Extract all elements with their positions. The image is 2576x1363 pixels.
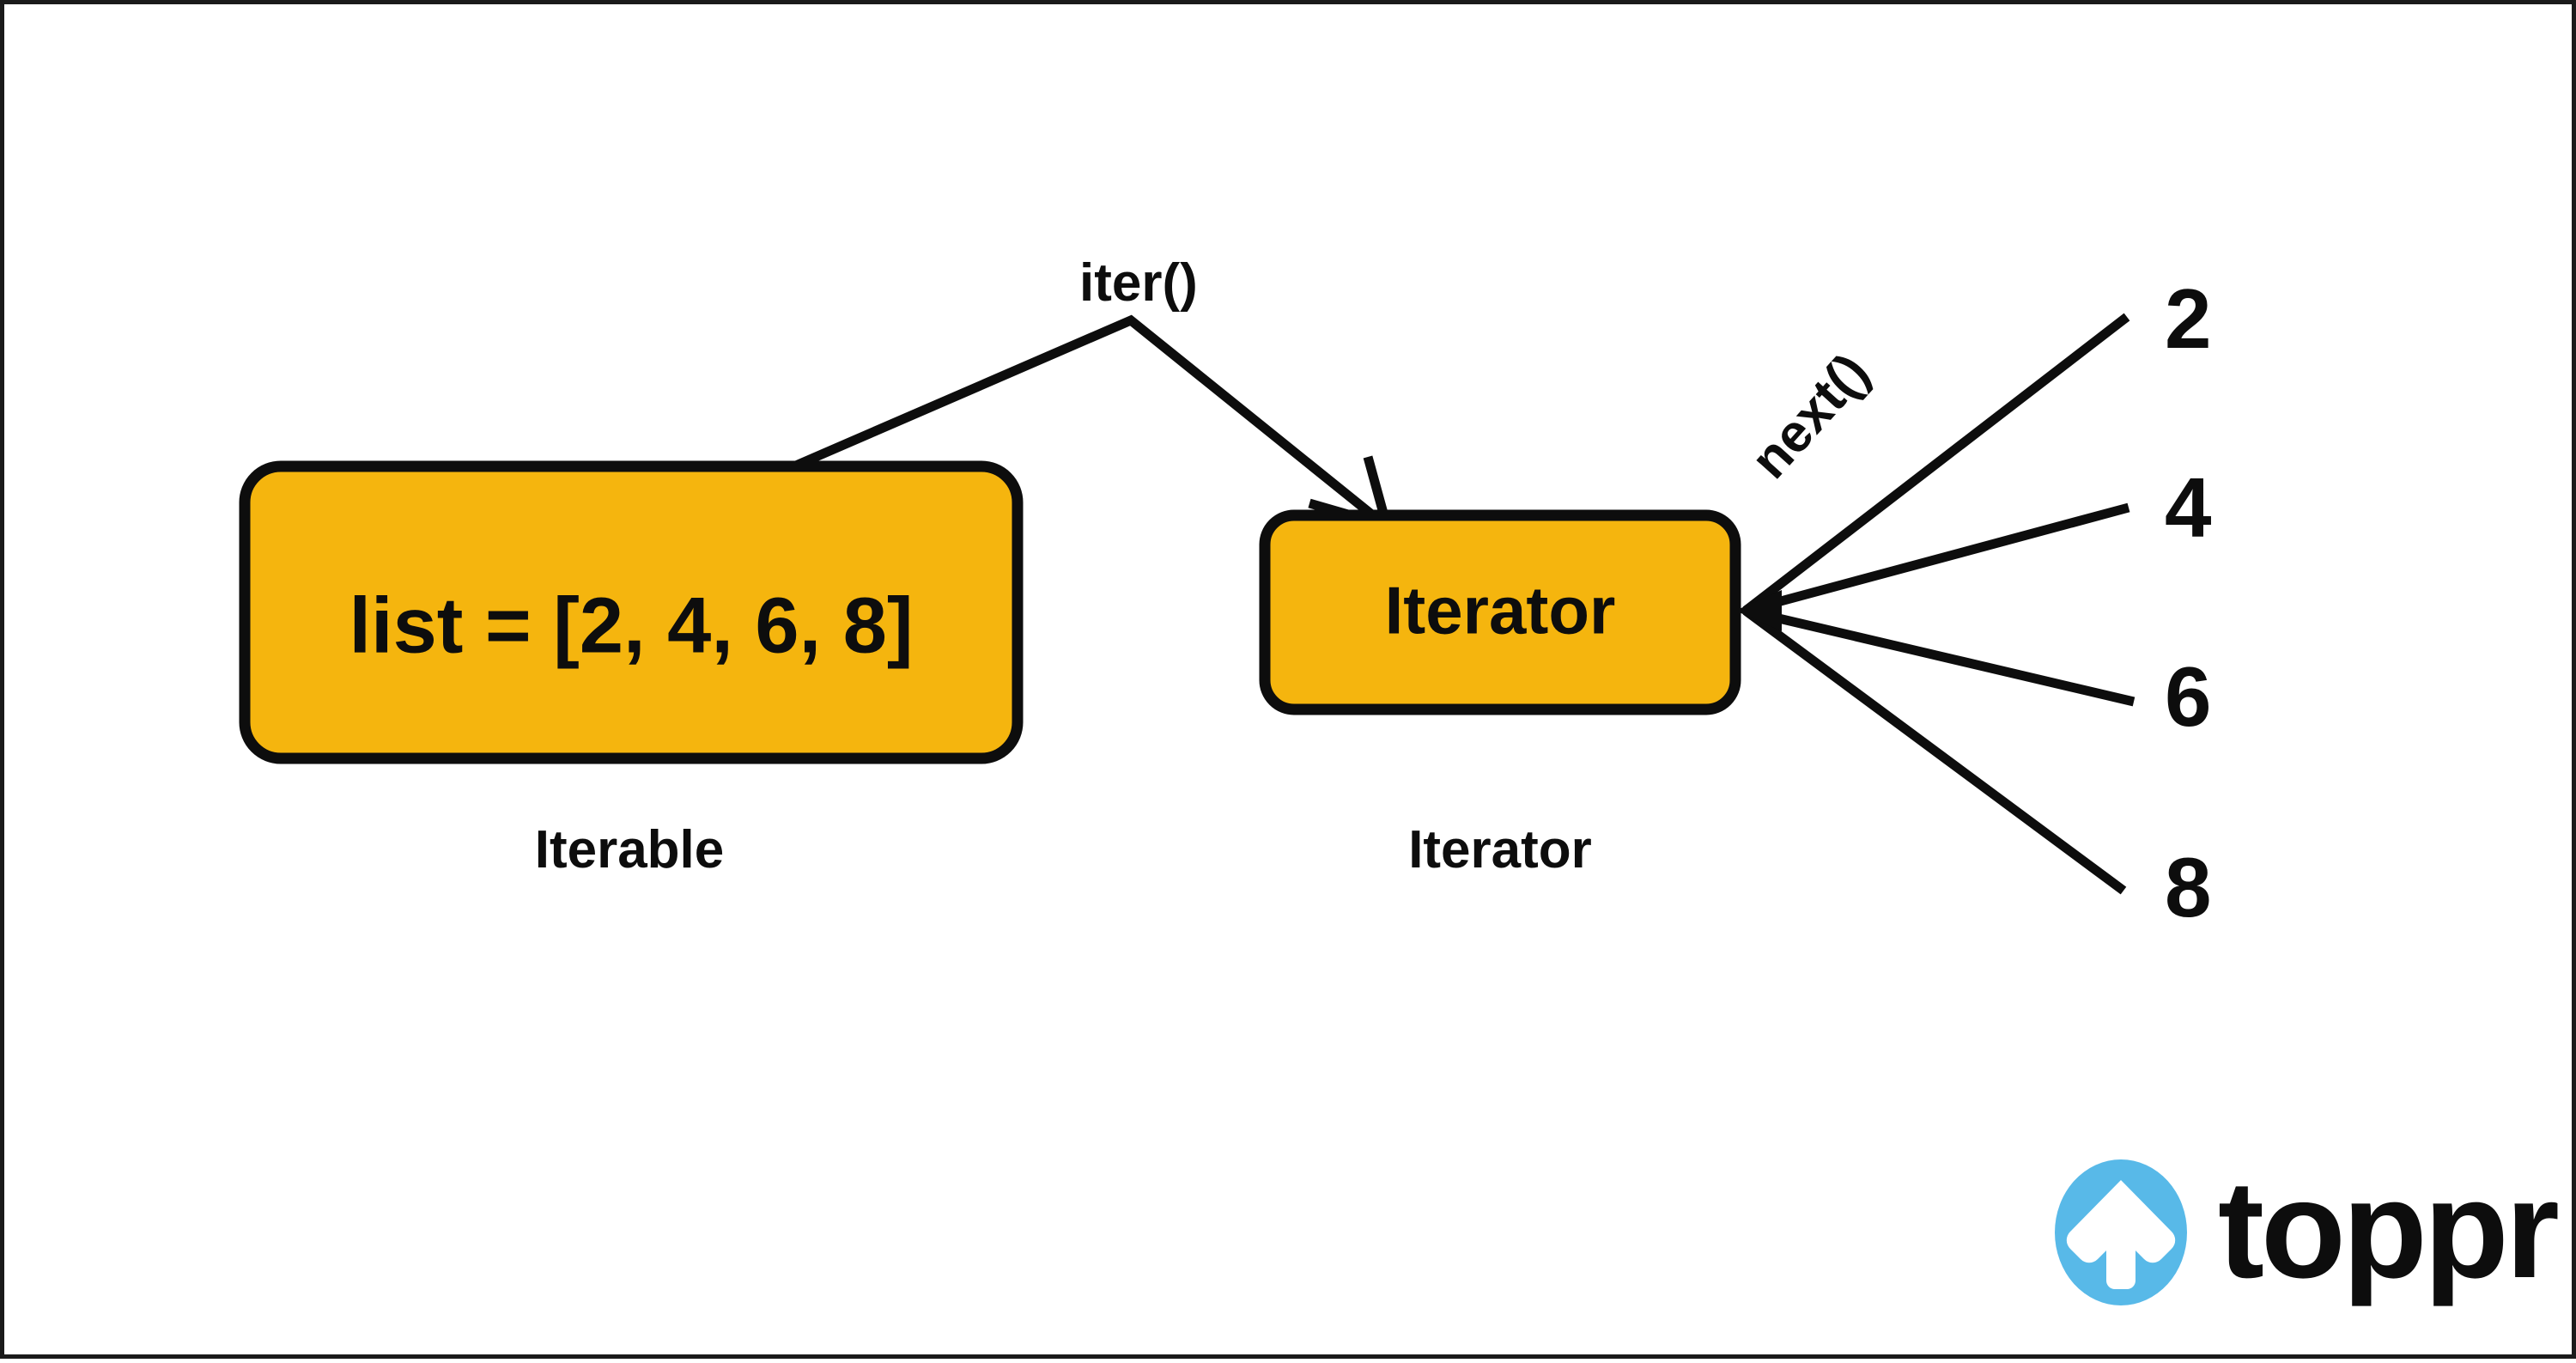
- toppr-logo[interactable]: toppr: [2055, 1152, 2561, 1307]
- next-line-2: [1744, 502, 2130, 616]
- iterable-box-shape[interactable]: [239, 460, 1024, 764]
- up-arrow-circle-icon: [2055, 1159, 2187, 1305]
- next-edge-label: next(): [1740, 343, 1880, 490]
- next-edge-group: next(): [1735, 313, 2136, 895]
- toppr-wordmark: toppr: [2218, 1152, 2558, 1307]
- iterable-caption: Iterable: [535, 820, 725, 879]
- iterator-box-label: Iterator: [1385, 573, 1616, 648]
- iterable-box-label: list = [2, 4, 6, 8]: [349, 581, 913, 669]
- iterator-box[interactable]: Iterator: [1259, 509, 1741, 715]
- iterator-diagram: iter() next() list = [2, 4, 6, 8] Iterab…: [239, 253, 2561, 1307]
- output-value-3: 8: [2165, 840, 2212, 934]
- next-edge-origin: [1735, 590, 1782, 631]
- iterator-caption: Iterator: [1408, 820, 1592, 879]
- next-line-3: [1744, 605, 2136, 707]
- output-value-1: 4: [2165, 460, 2212, 555]
- up-arrow-icon: [2066, 1180, 2176, 1289]
- output-value-0: 2: [2165, 271, 2212, 366]
- output-value-2: 6: [2165, 649, 2212, 744]
- next-line-1: [1742, 313, 2130, 615]
- iter-edge-path: [787, 314, 1382, 524]
- next-line-4: [1742, 606, 2127, 895]
- iter-edge: iter(): [787, 253, 1394, 533]
- iterable-box[interactable]: list = [2, 4, 6, 8]: [239, 460, 1024, 764]
- iter-edge-label: iter(): [1079, 253, 1198, 313]
- iterator-box-shape[interactable]: [1259, 509, 1741, 715]
